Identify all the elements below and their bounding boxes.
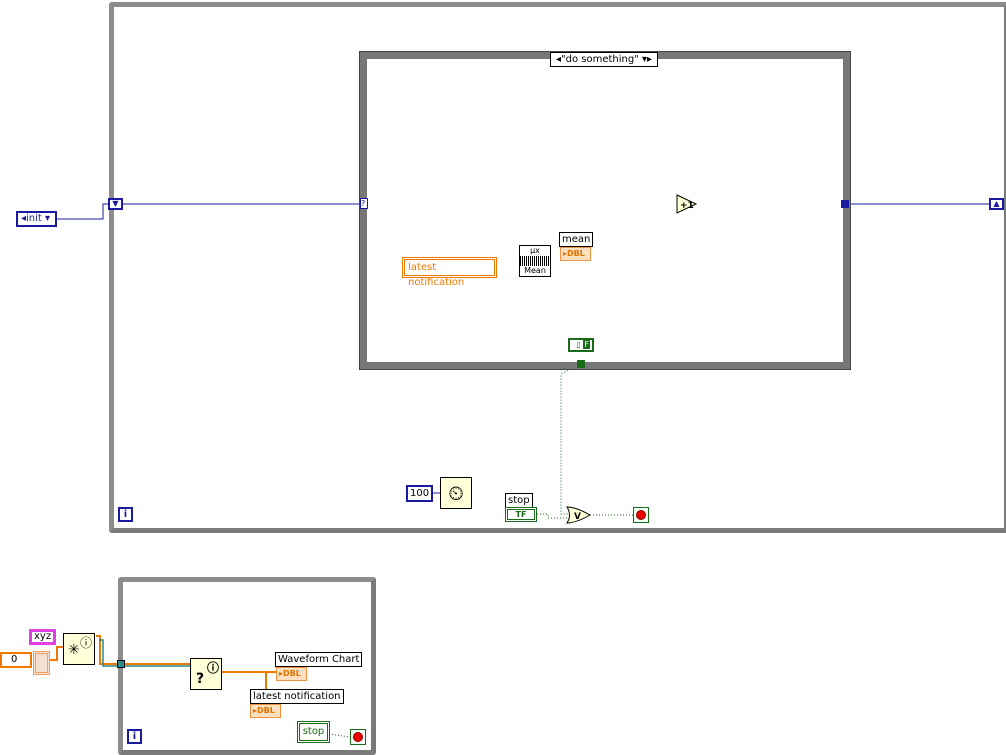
- output-tunnel: [841, 200, 849, 208]
- or-function: V: [566, 506, 592, 524]
- waveform-icon: [520, 256, 550, 266]
- false-constant[interactable]: ▯ F: [568, 338, 594, 352]
- main-while-loop: [109, 2, 1006, 533]
- loop-condition-terminal[interactable]: [350, 729, 366, 745]
- svg-text:V: V: [574, 512, 581, 522]
- dbl-array-constant[interactable]: [33, 651, 50, 675]
- boolean-tunnel: [577, 360, 585, 368]
- latest-notification-indicator[interactable]: ▸DBL: [250, 704, 281, 718]
- latest-notification-label: latest notification: [250, 689, 344, 704]
- stop-label: stop: [505, 493, 533, 508]
- shift-register-left[interactable]: ▼: [108, 198, 123, 210]
- mean-label: mean: [559, 232, 594, 247]
- waveform-chart-indicator[interactable]: ▸DBL: [276, 667, 307, 681]
- notifier-icon: ⓘ: [79, 636, 92, 650]
- numeric-constant[interactable]: 0: [0, 652, 32, 668]
- metronome-wait-icon[interactable]: ⏲: [440, 477, 472, 509]
- increment-node: +1: [676, 194, 698, 214]
- wait-on-notification-function[interactable]: ?ⓘ: [190, 658, 222, 690]
- case-structure: [359, 51, 851, 370]
- case-selector-terminal: ?: [360, 198, 368, 209]
- notifier-name-constant[interactable]: xyz: [29, 629, 56, 645]
- loop-condition-terminal[interactable]: [633, 507, 649, 523]
- stop-button[interactable]: stop: [297, 721, 330, 743]
- shift-register-right[interactable]: ▲: [989, 198, 1004, 210]
- waveform-chart-label: Waveform Chart: [275, 652, 363, 667]
- case-selector[interactable]: ◂"do something" ▾▸: [550, 52, 658, 67]
- wait-ms-constant[interactable]: 100: [406, 485, 433, 502]
- obtain-notifier-function[interactable]: ✳ ⓘ: [63, 633, 95, 665]
- stop-control[interactable]: TF: [505, 507, 537, 522]
- enum-constant[interactable]: ◂init ▾: [16, 211, 57, 227]
- iteration-terminal: i: [118, 507, 133, 522]
- svg-text:+1: +1: [680, 201, 694, 211]
- latest-notification-local[interactable]: latest notification: [402, 257, 497, 288]
- notifier-icon: ⓘ: [206, 661, 219, 675]
- notifier-tunnel: [117, 660, 125, 668]
- mean-indicator[interactable]: ▸DBL: [560, 247, 591, 261]
- iteration-terminal: i: [127, 729, 142, 744]
